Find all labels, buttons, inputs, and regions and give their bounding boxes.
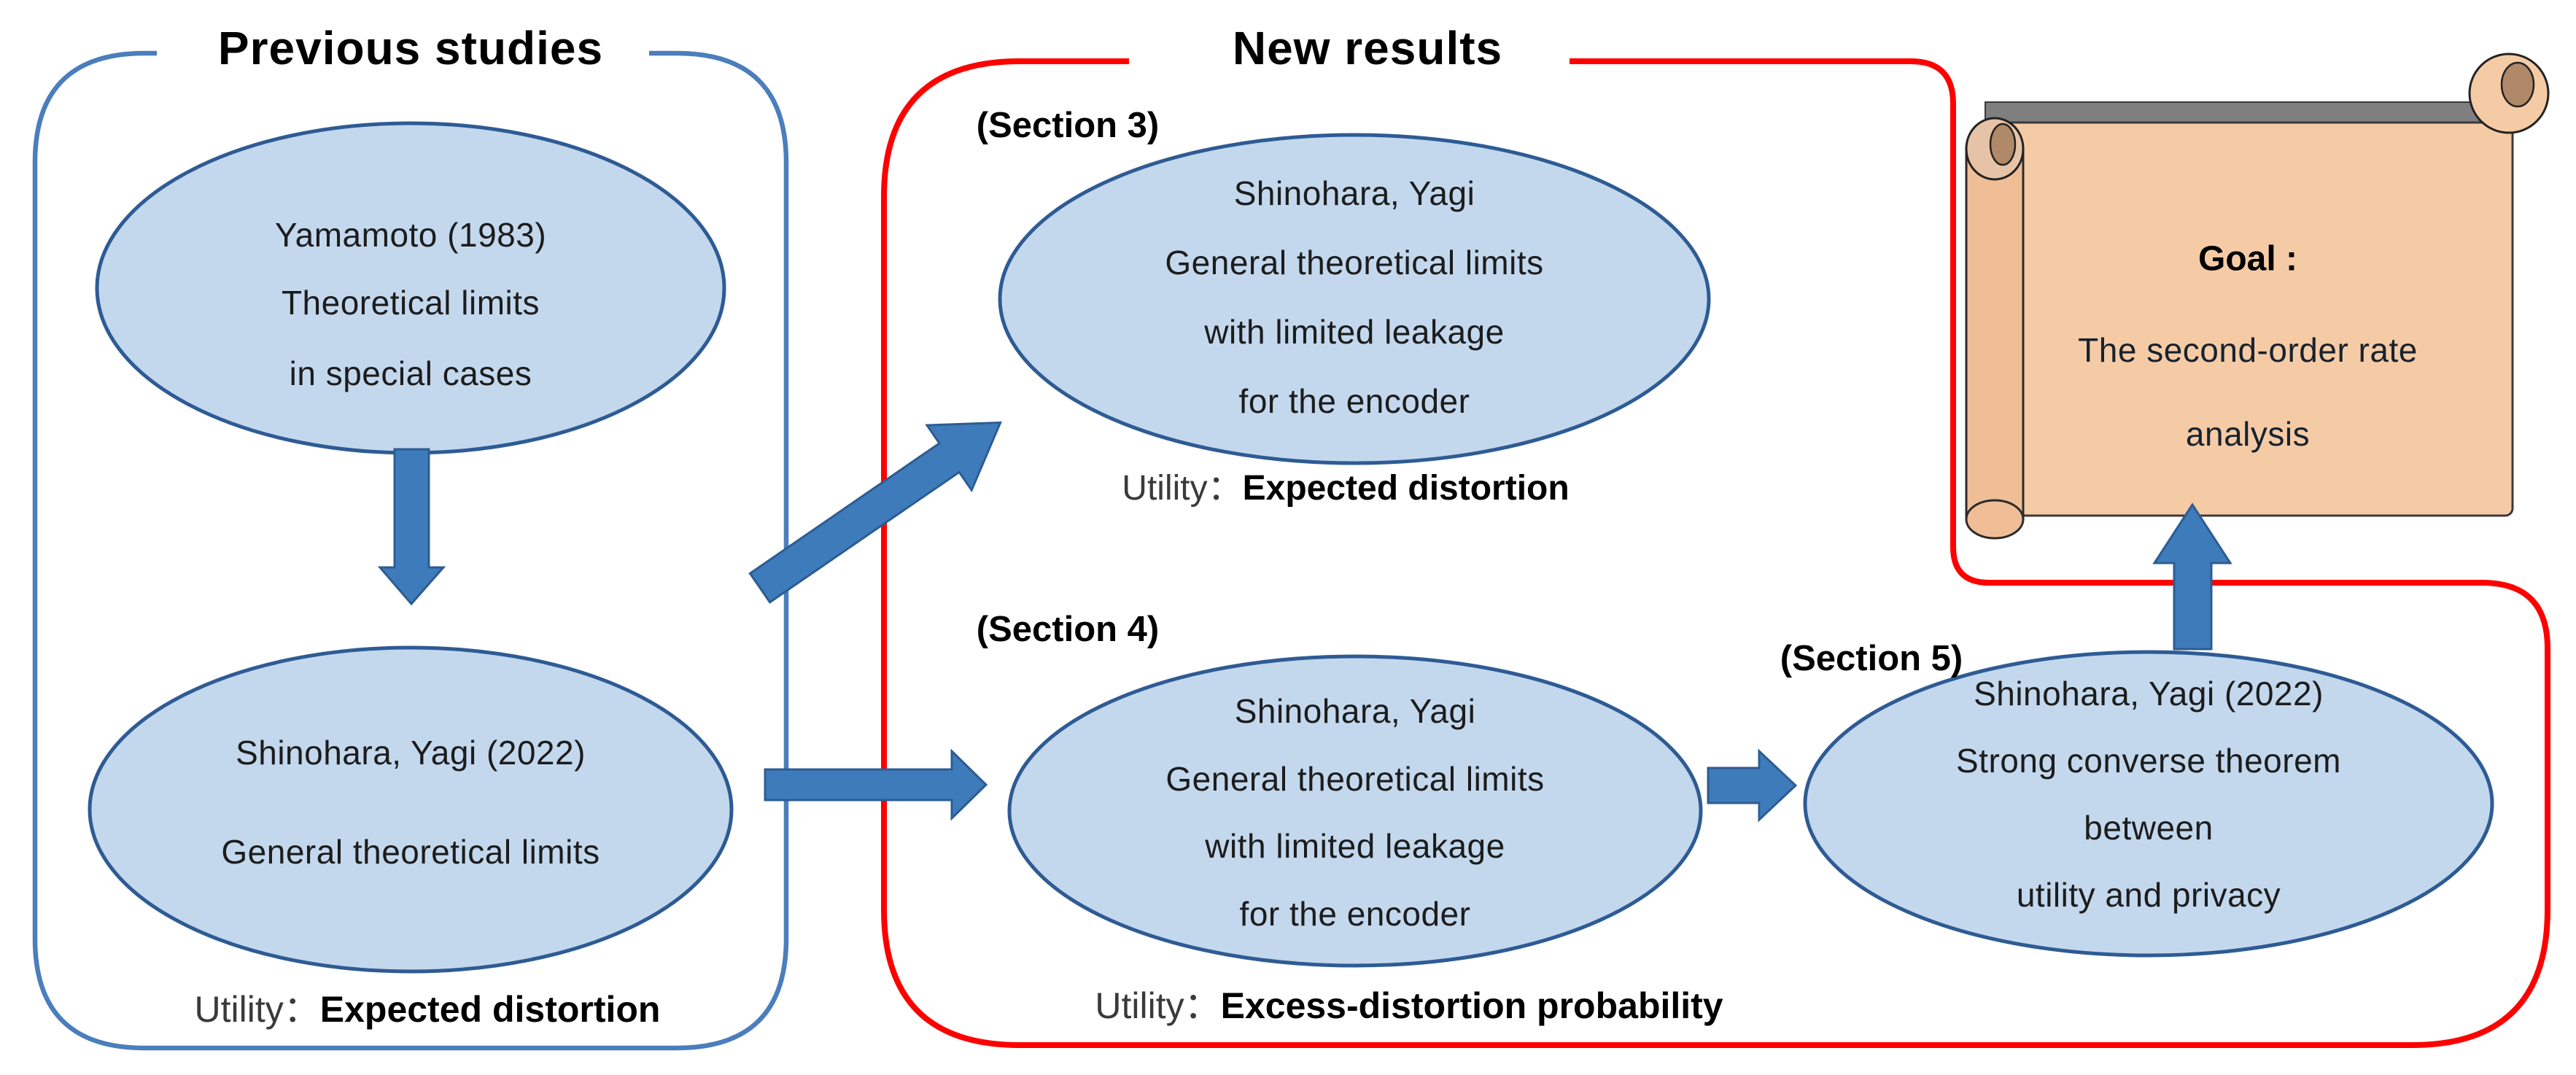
section4-line-1: Shinohara, Yagi	[1234, 692, 1476, 730]
yamamoto-line-1: Yamamoto (1983)	[274, 216, 547, 254]
arrow-diagonal-to-section3	[748, 421, 1002, 604]
goal-line-1: The second-order rate	[2078, 331, 2418, 369]
section3-line-4: for the encoder	[1238, 382, 1470, 420]
utility-label: Utility：	[194, 989, 320, 1030]
shinohara2022-line-2: General theoretical limits	[221, 833, 600, 871]
utility-value: Expected distortion	[1242, 469, 1570, 508]
section4-line-4: for the encoder	[1239, 895, 1471, 933]
scroll-right-curl-hole	[2500, 61, 2535, 108]
arrow-down-yamamoto-to-shinohara	[377, 448, 446, 606]
scroll-left-roll-curl-hole	[1989, 123, 2017, 166]
previous-studies-title: Previous studies	[217, 22, 604, 74]
goal-line-2: analysis	[2185, 415, 2311, 453]
new-results-box-border	[881, 58, 2550, 1048]
goal-scroll	[1965, 53, 2550, 540]
previous-studies-box-border	[32, 50, 789, 1051]
ellipse-section3	[998, 133, 1711, 465]
section4-line-3: with limited leakage	[1205, 827, 1505, 865]
arrow-section4-to-section5	[1707, 748, 1798, 823]
section3-label: (Section 3)	[976, 106, 1160, 145]
scroll-left-roll-bottom-cap	[1965, 499, 2025, 540]
shinohara2022-line-1: Shinohara, Yagi (2022)	[236, 734, 586, 772]
section3-line-3: with limited leakage	[1204, 313, 1505, 351]
yamamoto-line-2: Theoretical limits	[281, 284, 540, 322]
section5-line-2: Strong converse theorem	[1956, 742, 2341, 780]
utility-value: Excess-distortion probability	[1220, 985, 1723, 1026]
section3-line-1: Shinohara, Yagi	[1233, 174, 1475, 212]
new-results-title: New results	[1232, 22, 1503, 74]
previous-studies-utility: Utility：Expected distortion	[195, 980, 661, 1033]
goal-heading: Goal :	[2197, 239, 2298, 279]
utility-label: Utility：	[1095, 985, 1221, 1026]
section5-line-4: utility and privacy	[2016, 876, 2281, 914]
section5-line-3: between	[2084, 809, 2214, 847]
section5-line-1: Shinohara, Yagi (2022)	[1974, 675, 2324, 713]
scroll-left-roll	[1965, 146, 2025, 521]
section5-label: (Section 5)	[1780, 639, 1963, 678]
section4-line-2: General theoretical limits	[1165, 760, 1545, 798]
section3-utility: Utility：Expected distortion	[1122, 459, 1569, 510]
ellipse-section4	[1007, 654, 1703, 968]
yamamoto-line-3: in special cases	[289, 354, 532, 392]
arrow-up-section5-to-goal	[2152, 502, 2232, 651]
section3-line-2: General theoretical limits	[1165, 244, 1544, 282]
ellipse-section5	[1803, 650, 2494, 958]
arrow-right-to-section4	[764, 748, 988, 821]
utility-label: Utility：	[1122, 469, 1243, 508]
section4-label: (Section 4)	[976, 610, 1160, 649]
utility-value: Expected distortion	[319, 989, 661, 1030]
ellipse-shinohara-2022	[88, 645, 734, 974]
section4-utility: Utility：Excess-distortion probability	[1095, 977, 1723, 1029]
scroll-body	[1984, 121, 2514, 517]
